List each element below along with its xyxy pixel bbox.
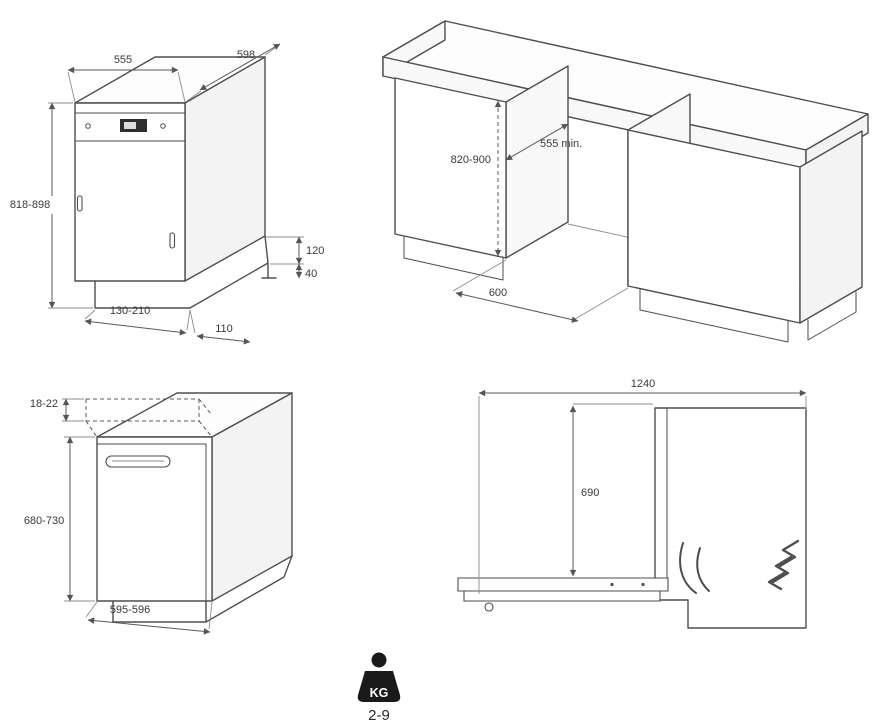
dim-plinth-recess: 110 bbox=[189, 309, 251, 345]
extension-lines bbox=[266, 236, 304, 265]
dim-niche-depth: 555 min. bbox=[505, 123, 582, 161]
spring-zigzag-2 bbox=[771, 555, 793, 584]
dimension-line bbox=[84, 318, 187, 336]
dim-label-total-depth: 1240 bbox=[631, 378, 655, 390]
dishwasher-body-side bbox=[654, 407, 807, 629]
weight-range-label: 2-9 bbox=[368, 707, 390, 724]
dim-label-niche-width: 600 bbox=[489, 287, 507, 299]
dim-label-plinth-range: 130-210 bbox=[110, 305, 150, 317]
dimension-line bbox=[196, 333, 251, 345]
door-screw-dot bbox=[610, 582, 614, 587]
panel-position-dashed-outline bbox=[85, 398, 213, 438]
dim-label-niche-depth: 555 min. bbox=[540, 138, 582, 150]
dim-height: 818-898 bbox=[10, 102, 93, 309]
spring-zigzag-3 bbox=[767, 571, 786, 591]
dim-door-width: 595-596 bbox=[85, 601, 213, 635]
dim-label-door-width: 595-596 bbox=[110, 604, 150, 616]
dim-label-plinth-recess: 110 bbox=[215, 323, 233, 335]
dim-door-height: 680-730 bbox=[24, 436, 95, 602]
dim-width: 555 bbox=[67, 54, 186, 103]
extension-lines bbox=[84, 309, 191, 331]
left-cabinet-plinth bbox=[403, 235, 504, 281]
weight-body bbox=[357, 671, 401, 702]
hinge-mark-left bbox=[76, 195, 83, 212]
door-handle bbox=[105, 455, 171, 468]
door-edge-lines bbox=[96, 443, 207, 602]
door-screw-dot bbox=[641, 582, 645, 587]
dimension-line bbox=[455, 291, 579, 323]
left-cabinet-front bbox=[394, 77, 507, 259]
control-knob-left bbox=[85, 123, 91, 129]
right-cabinet-plinth-side bbox=[807, 291, 857, 341]
right-cabinet-right-side bbox=[799, 130, 863, 324]
open-door-panel bbox=[457, 577, 669, 592]
hinge-spring-curve-2 bbox=[696, 547, 710, 592]
dim-label-height: 818-898 bbox=[10, 199, 50, 211]
dishwasher-front-face bbox=[74, 102, 186, 282]
extension-lines bbox=[64, 436, 95, 602]
dim-label-clearance-bottom: 40 bbox=[305, 268, 317, 280]
dim-label-niche-height: 820-900 bbox=[451, 154, 491, 166]
builtin-dishwasher-front-diagram: 555 598 818-898 120 40 130-210 bbox=[10, 43, 324, 345]
dim-label-width: 555 bbox=[114, 54, 132, 66]
dim-niche-height: 820-900 bbox=[451, 100, 502, 257]
dim-clearance-bottom: 40 bbox=[295, 263, 317, 280]
dim-niche-width: 600 bbox=[452, 259, 629, 323]
dim-total-depth: 1240 bbox=[478, 378, 807, 594]
extension-lines bbox=[67, 71, 186, 103]
weight-knob bbox=[371, 652, 387, 668]
open-door-side-diagram: 1240 690 bbox=[457, 378, 807, 629]
furniture-door-diagram: 18-22 680-730 595-596 bbox=[24, 392, 293, 635]
open-door-inner-lip bbox=[463, 590, 661, 602]
dim-label-door-height: 680-730 bbox=[24, 515, 64, 527]
dim-clearance-top: 120 bbox=[266, 236, 324, 265]
counter-niche-diagram: 820-900 555 min. 600 bbox=[382, 20, 869, 343]
weight-icon: KG 2-9 bbox=[357, 652, 401, 724]
dim-label-clearance-top: 120 bbox=[306, 245, 324, 257]
kg-label: KG bbox=[370, 686, 389, 700]
extension-lines bbox=[189, 309, 196, 334]
extension-lines bbox=[452, 259, 629, 320]
control-panel-lines bbox=[74, 112, 186, 142]
spring-zigzag-1 bbox=[778, 539, 800, 568]
dimension-line bbox=[505, 123, 569, 161]
dim-label-open-height: 690 bbox=[581, 487, 599, 499]
hinge-spring-curve-1 bbox=[679, 542, 697, 594]
hinge-mark-right bbox=[169, 232, 176, 249]
dim-panel-thickness: 18-22 bbox=[30, 398, 84, 422]
dimension-line bbox=[87, 617, 211, 635]
dim-depth: 598 bbox=[186, 43, 281, 102]
dim-label-depth: 598 bbox=[237, 49, 255, 61]
extension-lines bbox=[478, 396, 807, 594]
control-knob-right bbox=[160, 123, 166, 129]
extension-lines bbox=[62, 398, 84, 422]
door-foot bbox=[484, 602, 494, 612]
dim-label-panel-thickness: 18-22 bbox=[30, 398, 58, 410]
dimension-line bbox=[199, 43, 281, 91]
control-display-screen bbox=[124, 122, 136, 129]
right-cabinet-plinth-front bbox=[639, 288, 789, 343]
dim-open-height: 690 bbox=[569, 403, 653, 577]
plinth-outline bbox=[94, 235, 277, 309]
dim-plinth-range: 130-210 bbox=[84, 305, 191, 336]
